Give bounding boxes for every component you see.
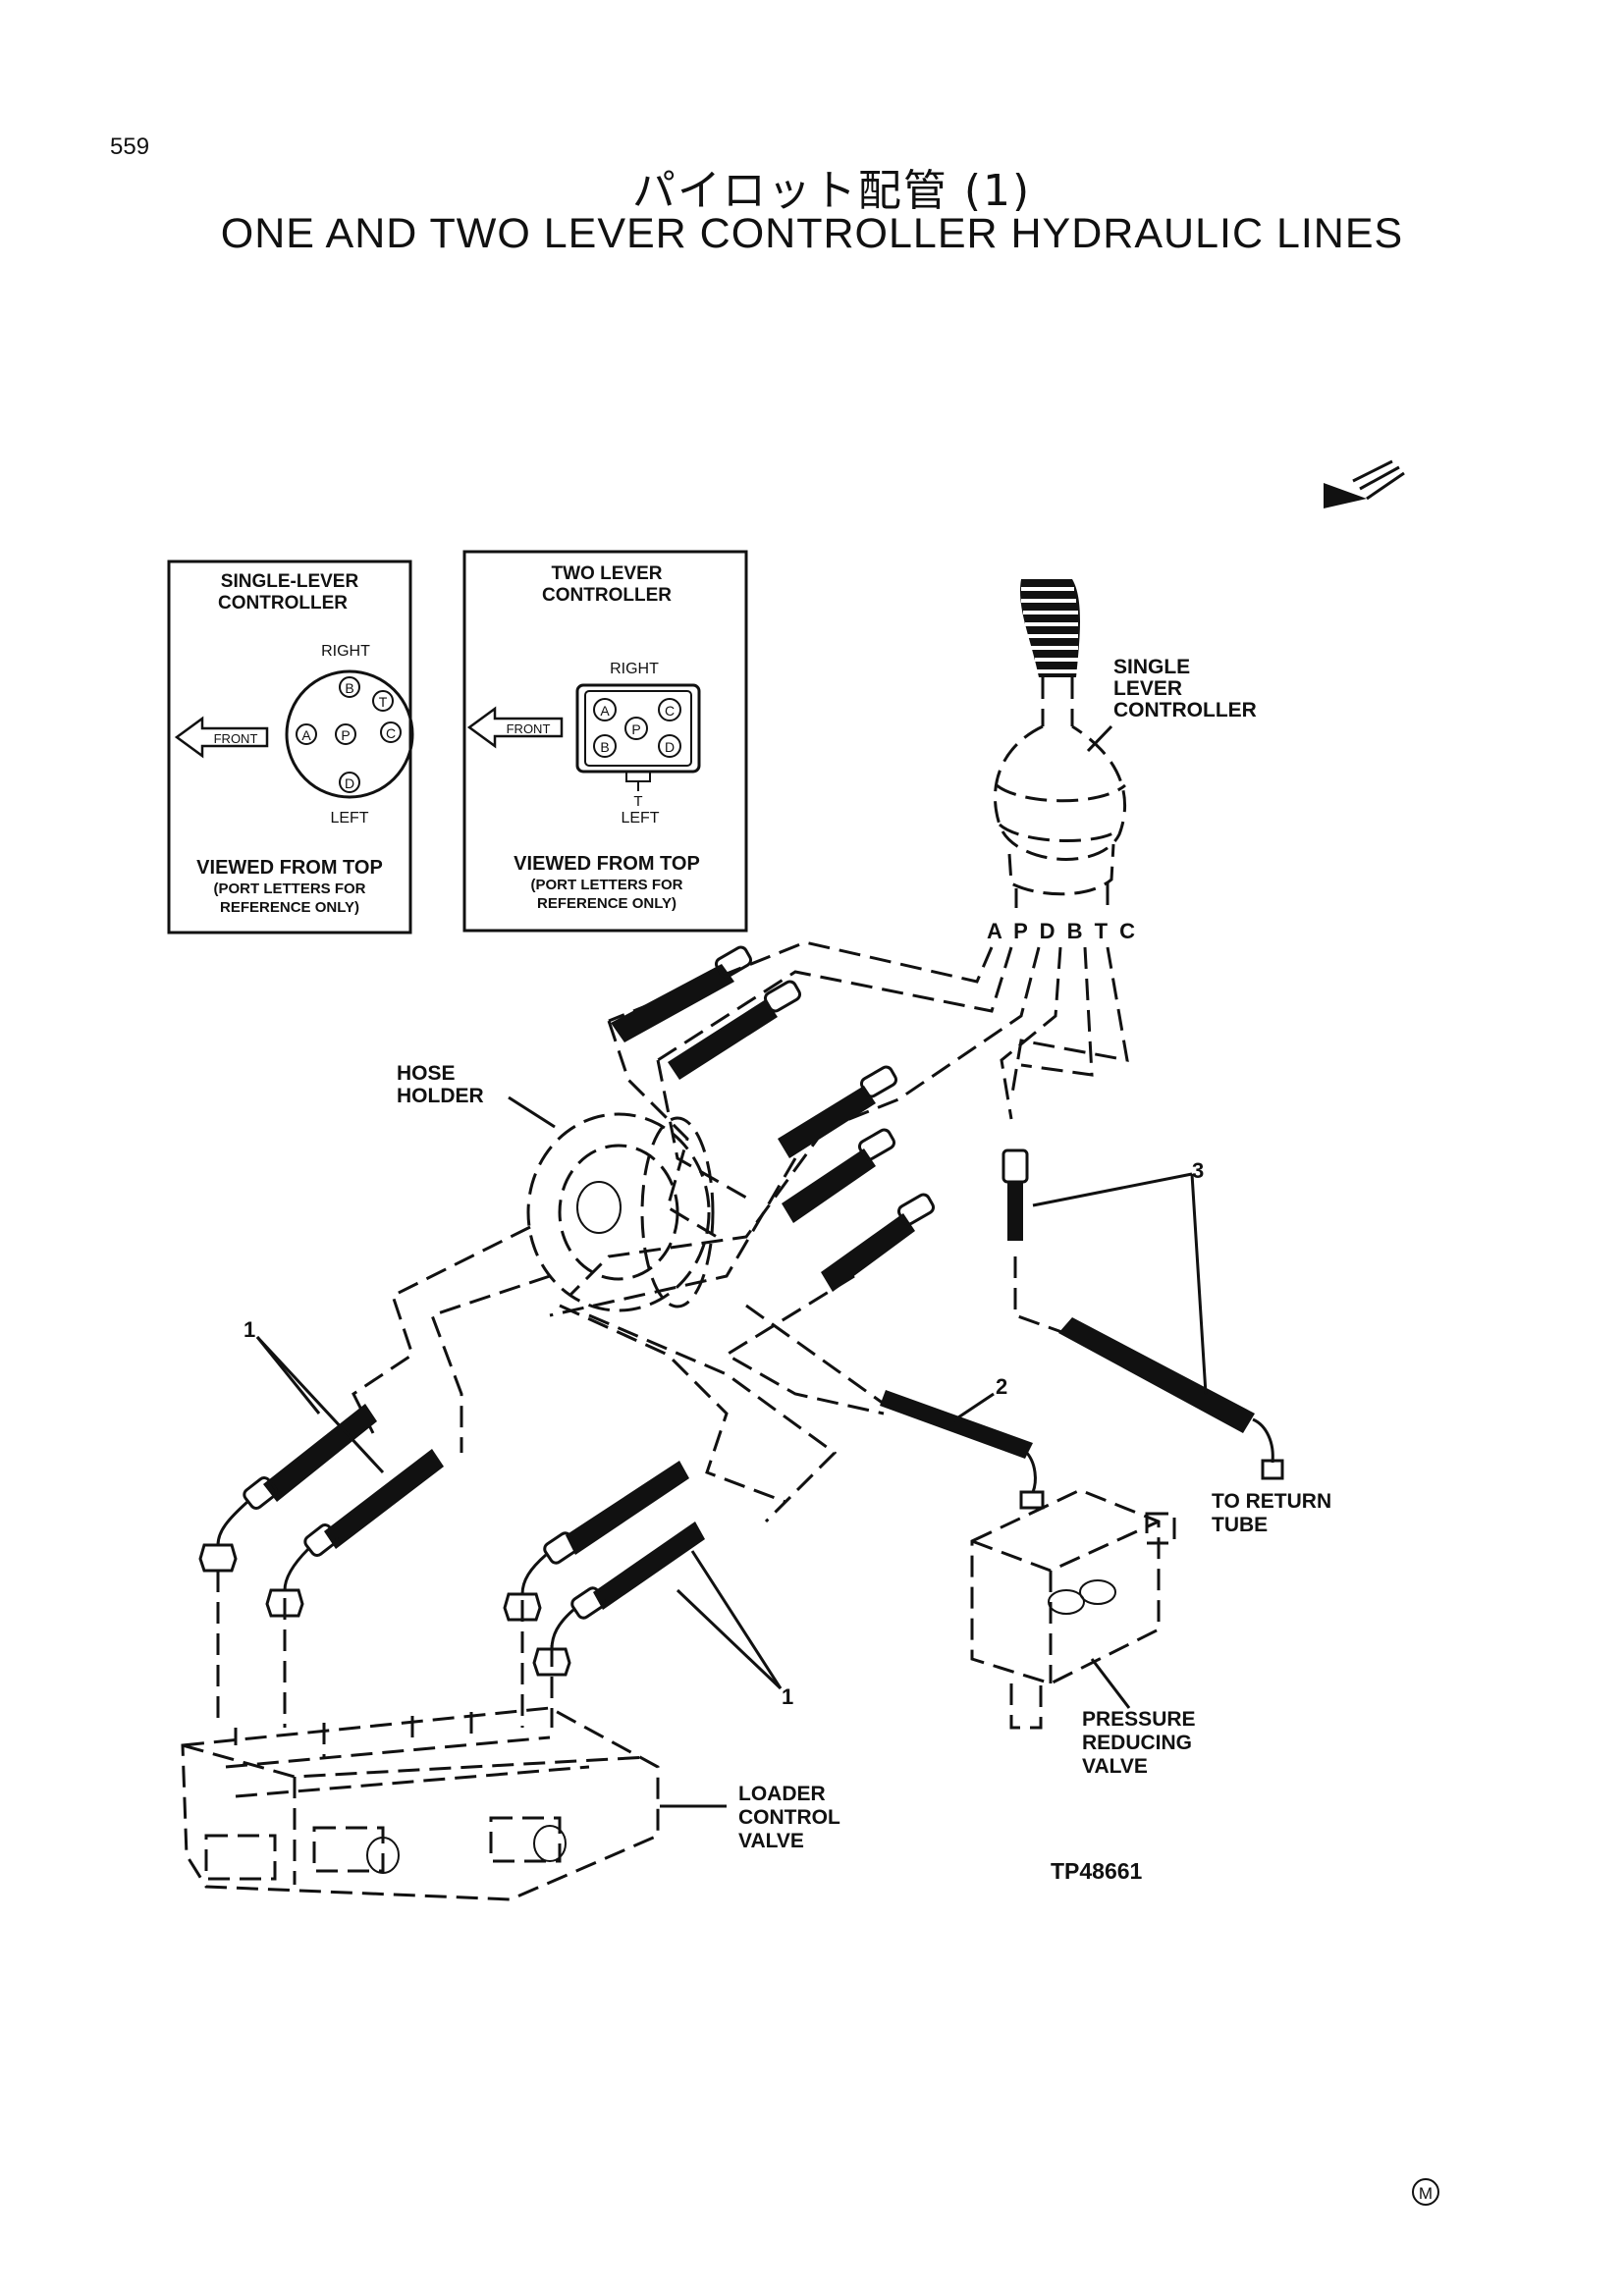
prv-label-2: REDUCING [1082, 1732, 1192, 1754]
inset-two-title-2: CONTROLLER [542, 585, 672, 606]
inset-single-port-b: B [345, 680, 353, 696]
callout-1-upper: 1 [244, 1317, 255, 1342]
inset-single-view-3: REFERENCE ONLY) [220, 899, 359, 916]
prv-label-3: VALVE [1082, 1755, 1148, 1778]
lcv-label-1: LOADER [738, 1783, 826, 1805]
inset-single-port-p: P [341, 727, 350, 743]
return-tube-label-2: TUBE [1212, 1514, 1268, 1536]
port-letters-label: A P D B T C [987, 919, 1138, 943]
inset-two-view-3: REFERENCE ONLY) [537, 895, 677, 912]
inset-two-view-1: VIEWED FROM TOP [514, 853, 700, 875]
m-mark-icon: M [1412, 2178, 1439, 2206]
inset-two-port-a: A [600, 703, 610, 719]
inset-two-right: RIGHT [610, 661, 659, 677]
inset-two-t: T [633, 793, 642, 810]
hose-routes [216, 940, 1129, 1728]
lcv-label-2: CONTROL [738, 1806, 840, 1829]
hoses-1: 1 1 [198, 1317, 793, 1709]
inset-single-front: FRONT [214, 731, 258, 746]
return-tube-label-1: TO RETURN [1212, 1490, 1331, 1513]
hose-3: 3 TO RETURN TUBE [1001, 1148, 1331, 1536]
lcv-label-3: VALVE [738, 1830, 804, 1852]
inset-single-right: RIGHT [321, 643, 370, 660]
single-lever-controller: SINGLE LEVER CONTROLLER A P D B T C [987, 579, 1257, 943]
loader-control-valve: LOADER CONTROL VALVE [181, 1706, 840, 1901]
hose-assemblies-upper [611, 945, 936, 1292]
page-title: ONE AND TWO LEVER CONTROLLER HYDRAULIC L… [220, 210, 1404, 257]
inset-two-port-d: D [665, 739, 675, 755]
prv-label-1: PRESSURE [1082, 1708, 1196, 1731]
two-lever-inset: TWO LEVER CONTROLLER RIGHT A P C B D T L… [462, 550, 748, 933]
callout-1-lower: 1 [782, 1684, 793, 1709]
inset-single-port-d: D [345, 775, 354, 791]
inset-single-title-1: SINGLE-LEVER [221, 571, 359, 592]
hose-2: 2 [880, 1374, 1045, 1510]
figure-id: TP48661 [1051, 1858, 1143, 1884]
m-mark-text: M [1419, 2184, 1433, 2203]
hose-holder-label-2: HOLDER [397, 1085, 484, 1107]
front-arrow-icon: FRONT [174, 716, 269, 759]
inset-single-left: LEFT [330, 810, 368, 827]
inset-two-port-c: C [665, 703, 675, 719]
callout-3: 3 [1192, 1158, 1204, 1183]
single-lever-label-1: SINGLE [1113, 656, 1190, 678]
inset-two-left: LEFT [621, 810, 659, 827]
pressure-reducing-valve: PRESSURE REDUCING VALVE [970, 1488, 1196, 1778]
front-arrow-icon: FRONT [466, 706, 564, 749]
inset-single-port-t: T [379, 694, 388, 710]
hose-holder-label-1: HOSE [397, 1062, 456, 1085]
inset-single-title-2: CONTROLLER [218, 593, 348, 614]
inset-two-front: FRONT [507, 721, 551, 736]
single-lever-label-2: LEVER [1113, 677, 1182, 700]
inset-single-port-c: C [386, 725, 396, 741]
inset-single-view-2: (PORT LETTERS FOR [214, 881, 366, 897]
page-number: 559 [110, 133, 150, 160]
inset-single-port-a: A [301, 727, 311, 743]
hose-holder: HOSE HOLDER [397, 1062, 715, 1312]
inset-two-port-p: P [631, 721, 640, 737]
direction-arrow-icon [1324, 459, 1405, 508]
callout-2: 2 [996, 1374, 1007, 1399]
page-title-japanese: パイロット配管 (1) [631, 166, 1032, 216]
inset-two-port-b: B [600, 739, 609, 755]
inset-two-view-2: (PORT LETTERS FOR [531, 877, 683, 893]
single-lever-label-3: CONTROLLER [1113, 699, 1257, 721]
inset-single-view-1: VIEWED FROM TOP [196, 857, 383, 879]
single-lever-inset: SINGLE-LEVER CONTROLLER RIGHT A P C B T … [167, 560, 414, 934]
inset-two-title-1: TWO LEVER [552, 563, 663, 584]
